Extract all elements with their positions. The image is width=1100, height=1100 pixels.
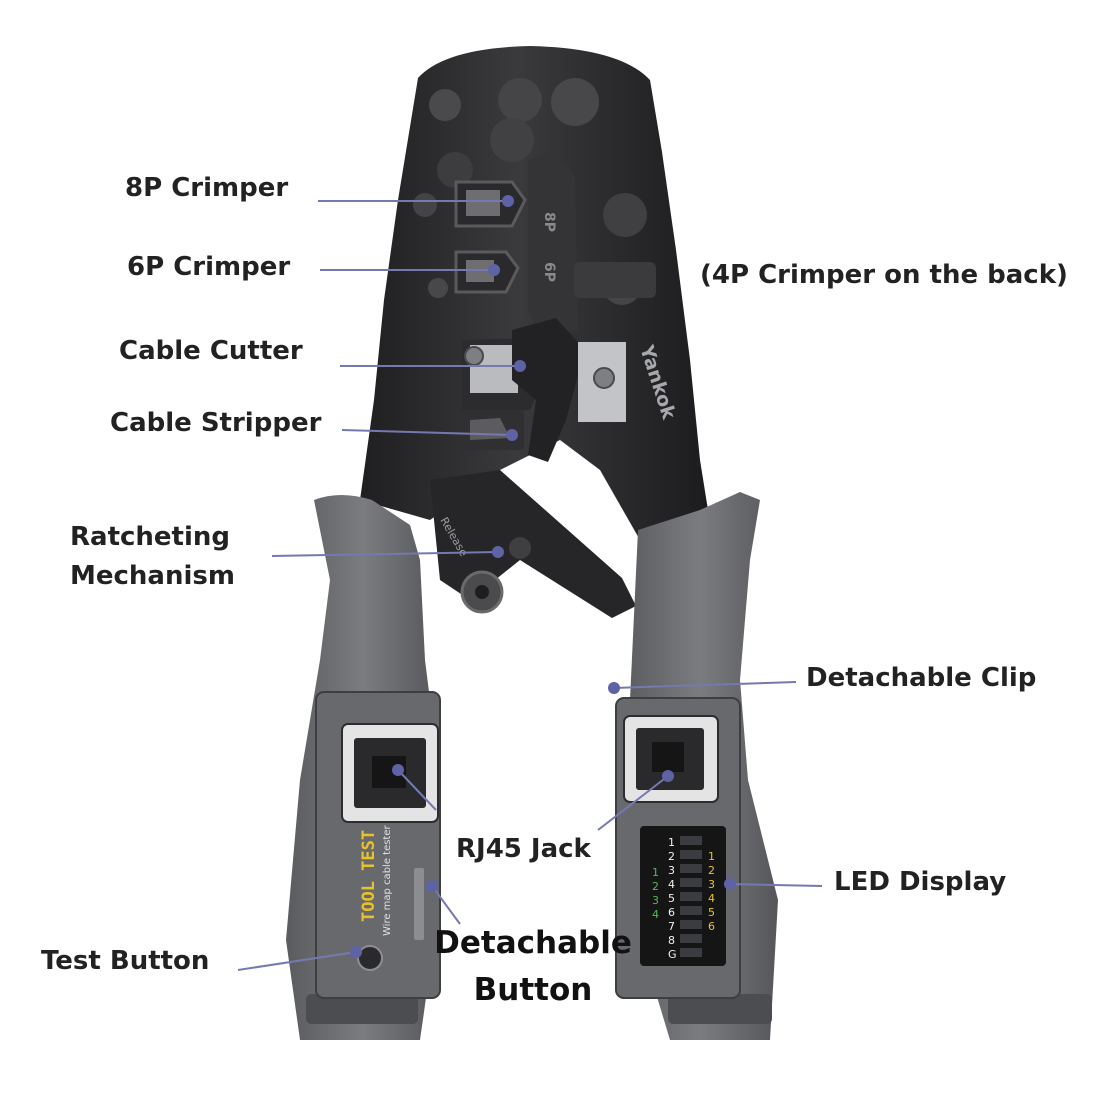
callout-dot-led bbox=[724, 878, 736, 890]
label-cable-stripper: Cable Stripper bbox=[110, 408, 322, 438]
callout-dot-8p bbox=[502, 195, 514, 207]
led-bars bbox=[680, 836, 702, 957]
callout-lines bbox=[237, 200, 823, 971]
label-6p-crimper: 6P Crimper bbox=[127, 252, 291, 282]
label-detachable-button: Detachable Button bbox=[430, 920, 636, 1013]
led-label-green_labels-1: 1 bbox=[652, 866, 659, 879]
callout-dot-stripper bbox=[506, 429, 518, 441]
label-cable-cutter: Cable Cutter bbox=[119, 336, 303, 366]
callout-dot-ratchet bbox=[492, 546, 504, 558]
led-label-yellow_labels-4: 4 bbox=[708, 892, 715, 905]
led-label-white_labels-2: 2 bbox=[668, 850, 675, 863]
callout-line-rj45-left bbox=[397, 769, 437, 811]
callout-dots bbox=[350, 195, 736, 958]
led-label-white_labels-8: 8 bbox=[668, 934, 675, 947]
label-ratcheting-line2: Mechanism bbox=[70, 561, 235, 591]
label-led-display: LED Display bbox=[834, 867, 1007, 897]
callout-line-led bbox=[729, 883, 823, 887]
left-tester-module: TOOL TEST Wire map cable tester bbox=[315, 691, 441, 999]
led-label-white_labels-5: 5 bbox=[668, 892, 675, 905]
callout-line-test-button bbox=[237, 951, 357, 971]
ratchet-assembly: Release bbox=[430, 470, 636, 618]
callout-dot-rj45-left bbox=[392, 764, 404, 776]
led-label-white_labels-1: 1 bbox=[668, 836, 675, 849]
label-rj45-jack: RJ45 Jack bbox=[456, 834, 591, 864]
tester-sub-text: Wire map cable tester bbox=[382, 824, 393, 936]
led-label-white_labels-4: 4 bbox=[668, 878, 675, 891]
label-detachable-clip: Detachable Clip bbox=[806, 663, 1037, 693]
callout-dot-rj45-right bbox=[662, 770, 674, 782]
tester-title-text: TOOL TEST bbox=[359, 830, 379, 922]
label-8p-crimper: 8P Crimper bbox=[125, 173, 289, 203]
die-8p-mark: 8P bbox=[541, 212, 557, 232]
label-test-button: Test Button bbox=[41, 946, 210, 976]
callout-dot-test-button bbox=[350, 946, 362, 958]
led-label-white_labels-3: 3 bbox=[668, 864, 675, 877]
callout-line-ratchet bbox=[271, 551, 499, 557]
label-detachable-button-line2: Button bbox=[473, 971, 593, 1008]
label-ratcheting-mechanism: Ratcheting Mechanism bbox=[70, 518, 235, 596]
led-label-green_labels-4: 4 bbox=[652, 908, 659, 921]
callout-dot-detach-button bbox=[426, 880, 438, 892]
led-label-green_labels-3: 3 bbox=[652, 894, 659, 907]
callout-dot-cutter bbox=[514, 360, 526, 372]
led-label-white_labels-9: G bbox=[668, 948, 677, 961]
led-label-yellow_labels-2: 2 bbox=[708, 864, 715, 877]
callout-line-stripper bbox=[341, 429, 513, 436]
callout-line-clip bbox=[613, 681, 797, 689]
callout-dot-clip bbox=[608, 682, 620, 694]
callout-line-detach-button bbox=[431, 885, 461, 925]
led-label-yellow_labels-6: 6 bbox=[708, 920, 715, 933]
led-label-green_labels-2: 2 bbox=[652, 880, 659, 893]
led-label-yellow_labels-1: 1 bbox=[708, 850, 715, 863]
led-label-yellow_labels-5: 5 bbox=[708, 906, 715, 919]
label-detachable-button-line1: Detachable bbox=[434, 925, 632, 961]
die-6p-mark: 6P bbox=[541, 262, 557, 282]
led-label-yellow_labels-3: 3 bbox=[708, 878, 715, 891]
callout-line-rj45-right bbox=[597, 775, 669, 831]
label-4p-crimper-note: (4P Crimper on the back) bbox=[700, 260, 1068, 290]
crimp-dies: 8P 6P bbox=[454, 152, 656, 335]
led-label-white_labels-6: 6 bbox=[668, 906, 675, 919]
label-ratcheting-line1: Ratcheting bbox=[70, 522, 231, 552]
callout-dot-6p bbox=[488, 264, 500, 276]
led-label-white_labels-7: 7 bbox=[668, 920, 675, 933]
